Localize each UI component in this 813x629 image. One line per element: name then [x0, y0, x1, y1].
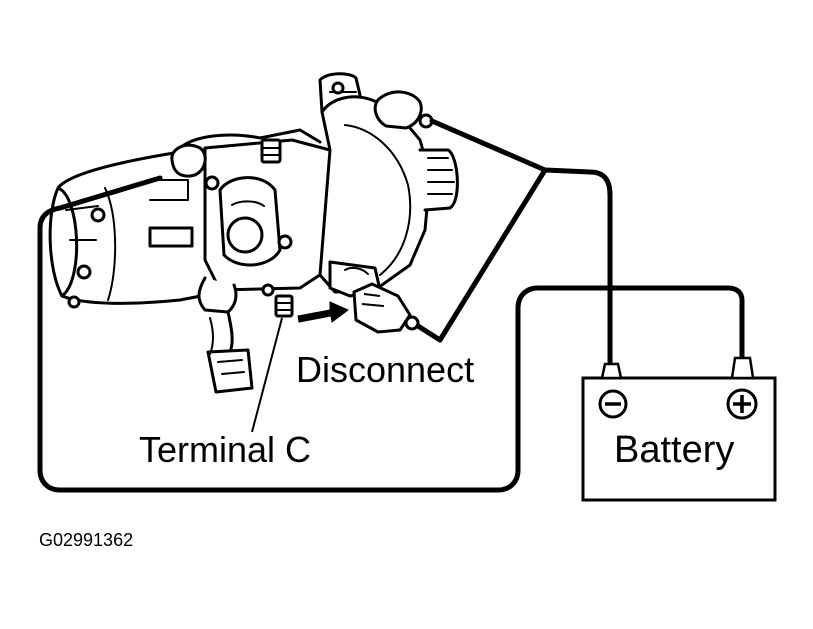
- wire-positive-loop: [37, 175, 745, 493]
- battery-label: Battery: [614, 429, 735, 471]
- wires: [37, 118, 745, 493]
- figure-id: G02991362: [39, 530, 134, 550]
- terminal-c-label: Terminal C: [139, 429, 312, 470]
- disconnect-label: Disconnect: [296, 349, 475, 390]
- disconnect-arrow: [297, 301, 349, 323]
- terminal-c-leader: [251, 317, 283, 433]
- starter-motor: [48, 72, 459, 394]
- negative-post: [600, 362, 623, 380]
- top-connector: [373, 90, 434, 130]
- wire-negative: [429, 118, 613, 367]
- wire-connector-lead: [415, 167, 548, 343]
- positive-post: [730, 356, 755, 380]
- battery: [581, 356, 777, 502]
- disconnected-connector: [352, 282, 420, 334]
